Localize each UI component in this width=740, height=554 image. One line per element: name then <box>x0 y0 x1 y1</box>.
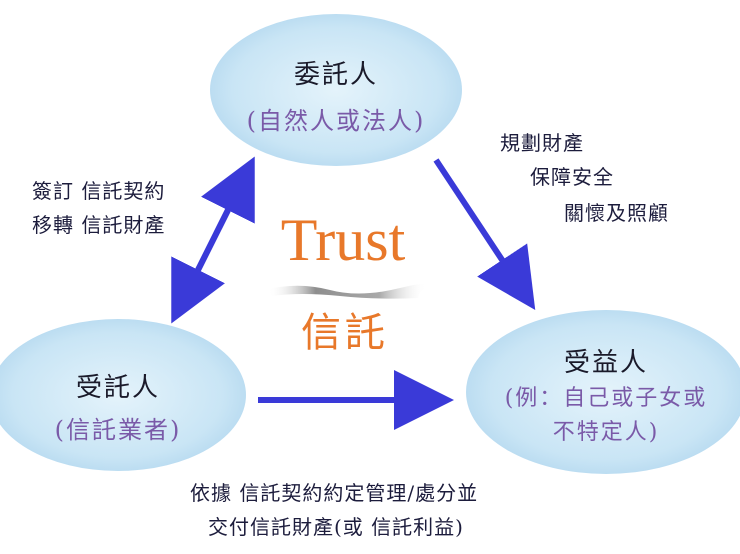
bottom-note-line1: 依據 信託契約約定管理/處分並 <box>190 481 479 505</box>
center-subtitle: 信託 <box>301 310 389 356</box>
left-note-line2: 移轉 信託財產 <box>32 213 166 237</box>
bottom-note-line2: 交付信託財產(或 信託利益) <box>208 515 464 539</box>
beneficiary-node: 受益人 (例：自己或子女或 不特定人) <box>466 310 740 474</box>
trustee-node: 受託人 (信託業者) <box>0 319 246 471</box>
beneficiary-subtitle-line2: 不特定人) <box>552 420 660 445</box>
beneficiary-title: 受益人 <box>563 348 648 378</box>
trustee-ellipse <box>0 319 246 471</box>
center-title: Trust <box>280 207 406 273</box>
right-note-line2: 保障安全 <box>530 165 614 189</box>
settlor-ellipse <box>210 14 462 166</box>
beneficiary-ellipse <box>466 310 740 474</box>
settlor-title: 委託人 <box>293 60 378 90</box>
beneficiary-subtitle-line1: (例：自己或子女或 <box>504 386 708 411</box>
settlor-node: 委託人 (自然人或法人) <box>210 14 462 166</box>
right-note-line3: 關懷及照顧 <box>564 201 669 225</box>
arrow-settlor-to-trustee <box>171 176 247 324</box>
left-note-line1: 簽訂 信託契約 <box>32 179 166 203</box>
arrow-settlor-to-beneficiary <box>433 158 536 311</box>
right-note-line1: 規劃財產 <box>500 131 584 155</box>
trustee-title: 受託人 <box>75 373 160 403</box>
settlor-subtitle: (自然人或法人) <box>246 107 426 135</box>
trustee-subtitle: (信託業者) <box>54 416 182 444</box>
brush-stroke-decoration <box>268 283 427 299</box>
